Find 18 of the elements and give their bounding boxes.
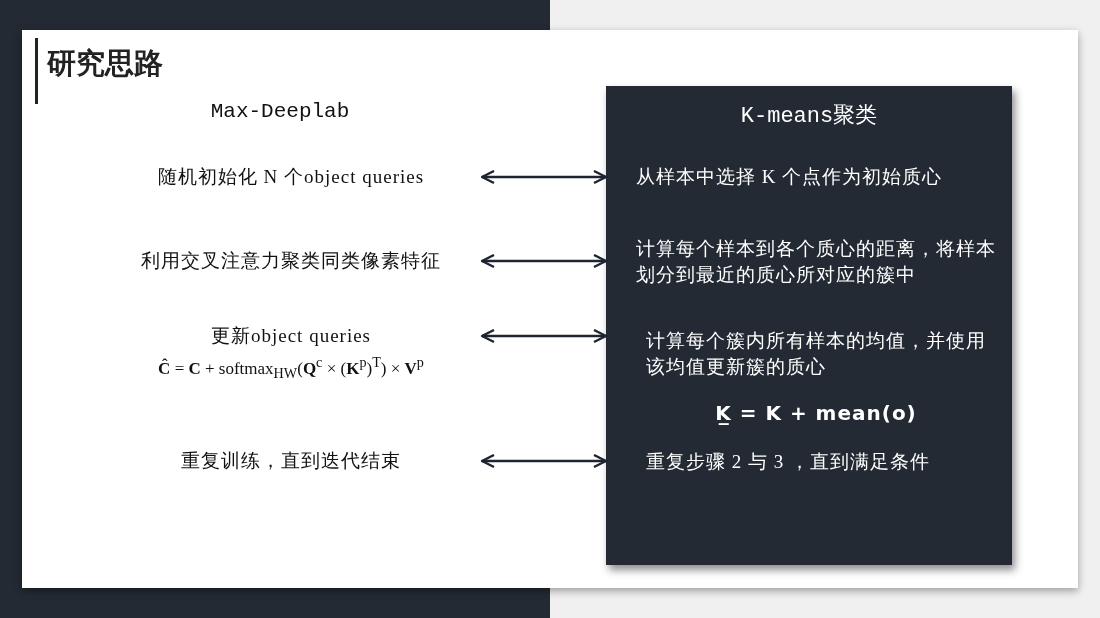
step-text: 利用交叉注意力聚类同类像素特征 <box>140 249 442 273</box>
double-arrow <box>480 253 608 269</box>
step-text: 计算每个样本到各个质心的距离，将样本划分到最近的质心所对应的簇中 <box>636 237 997 287</box>
panel-heading: K-means聚类 <box>739 103 879 130</box>
formula: K̲ = K + mean(o) <box>714 400 918 426</box>
double-arrow <box>480 169 608 185</box>
double-arrow <box>480 328 608 344</box>
double-arrow <box>480 453 608 469</box>
slide-title: 研究思路 <box>47 45 163 82</box>
formula: Ĉ = C + softmax$_{HW}$(Q$^{c}$ × (K$^{p}$)$^{T}$) × V$^{p}$ <box>157 353 425 384</box>
step-text: 从样本中选择 K 个点作为初始质心 <box>636 165 944 189</box>
column-heading: Max-Deeplab <box>209 100 351 123</box>
step-text: 重复步骤 2 与 3 ，直到满足条件 <box>646 450 931 474</box>
step-text: 随机初始化 N 个object queries <box>156 165 426 189</box>
step-text: 计算每个簇内所有样本的均值，并使用该均值更新簇的质心 <box>646 329 986 379</box>
dark-panel <box>606 86 1012 565</box>
step-text: 重复训练，直到迭代结束 <box>180 449 402 473</box>
step-text: 更新object queries <box>209 324 372 348</box>
